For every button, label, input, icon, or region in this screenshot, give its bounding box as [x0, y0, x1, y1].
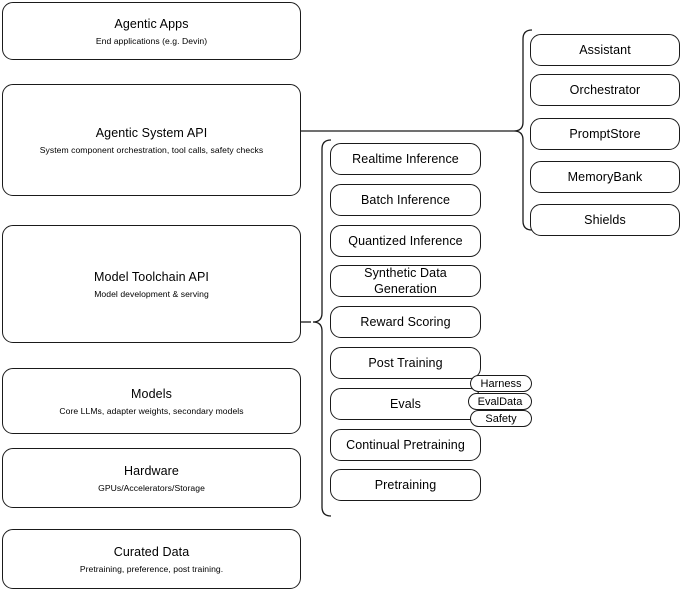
toolchain-item-label: Post Training	[368, 356, 443, 370]
toolchain-item-label: Quantized Inference	[348, 234, 463, 248]
eval-badge-evaldata[interactable]: EvalData	[468, 393, 532, 410]
toolchain-item-synthetic-data-generation[interactable]: Synthetic Data Generation	[330, 265, 481, 297]
stack-layer-title: Agentic System API	[95, 125, 208, 140]
stack-layer-title: Models	[131, 386, 172, 401]
toolchain-item-continual-pretraining[interactable]: Continual Pretraining	[330, 429, 481, 461]
toolchain-item-label: Batch Inference	[360, 193, 451, 207]
stack-layer-title: Hardware	[124, 463, 179, 478]
system-item-memorybank[interactable]: MemoryBank	[530, 161, 680, 193]
stack-layer-subtitle: Core LLMs, adapter weights, secondary mo…	[59, 405, 244, 416]
stack-layer-subtitle: GPUs/Accelerators/Storage	[98, 482, 205, 493]
toolchain-item-evals[interactable]: Evals	[330, 388, 481, 420]
stack-layer-model-toolchain-api[interactable]: Model Toolchain API Model development & s…	[2, 225, 301, 343]
system-item-label: Assistant	[579, 43, 631, 57]
toolchain-item-quantized-inference[interactable]: Quantized Inference	[330, 225, 481, 257]
system-item-promptstore[interactable]: PromptStore	[530, 118, 680, 150]
system-item-orchestrator[interactable]: Orchestrator	[530, 74, 680, 106]
system-item-shields[interactable]: Shields	[530, 204, 680, 236]
stack-layer-title: Curated Data	[113, 544, 190, 559]
toolchain-item-label: Synthetic Data Generation	[364, 266, 447, 296]
toolchain-item-label: Reward Scoring	[360, 315, 451, 329]
toolchain-item-label: Pretraining	[374, 478, 437, 492]
system-item-assistant[interactable]: Assistant	[530, 34, 680, 66]
toolchain-item-label: Realtime Inference	[352, 152, 459, 166]
eval-badge-safety[interactable]: Safety	[470, 410, 532, 427]
system-item-label: PromptStore	[569, 127, 641, 141]
stack-layer-subtitle: Pretraining, preference, post training.	[79, 563, 224, 574]
toolchain-item-pretraining[interactable]: Pretraining	[330, 469, 481, 501]
toolchain-brace	[312, 139, 332, 517]
eval-badge-harness[interactable]: Harness	[470, 375, 532, 392]
system-item-label: MemoryBank	[567, 170, 643, 184]
toolchain-item-batch-inference[interactable]: Batch Inference	[330, 184, 481, 216]
toolchain-item-reward-scoring[interactable]: Reward Scoring	[330, 306, 481, 338]
stack-layer-subtitle: Model development & serving	[94, 288, 209, 299]
system-item-label: Orchestrator	[569, 83, 641, 97]
system-item-label: Shields	[584, 213, 626, 227]
stack-layer-agentic-system-api[interactable]: Agentic System API System component orche…	[2, 84, 301, 196]
toolchain-item-post-training[interactable]: Post Training	[330, 347, 481, 379]
stack-layer-subtitle: System component orchestration, tool cal…	[39, 144, 264, 155]
stack-layer-subtitle: End applications (e.g. Devin)	[95, 35, 208, 46]
toolchain-item-label: Continual Pretraining	[346, 438, 465, 452]
stack-layer-title: Model Toolchain API	[94, 269, 209, 284]
toolchain-item-label: Evals	[389, 397, 422, 411]
stack-layer-title: Agentic Apps	[114, 16, 189, 31]
toolchain-item-realtime-inference[interactable]: Realtime Inference	[330, 143, 481, 175]
